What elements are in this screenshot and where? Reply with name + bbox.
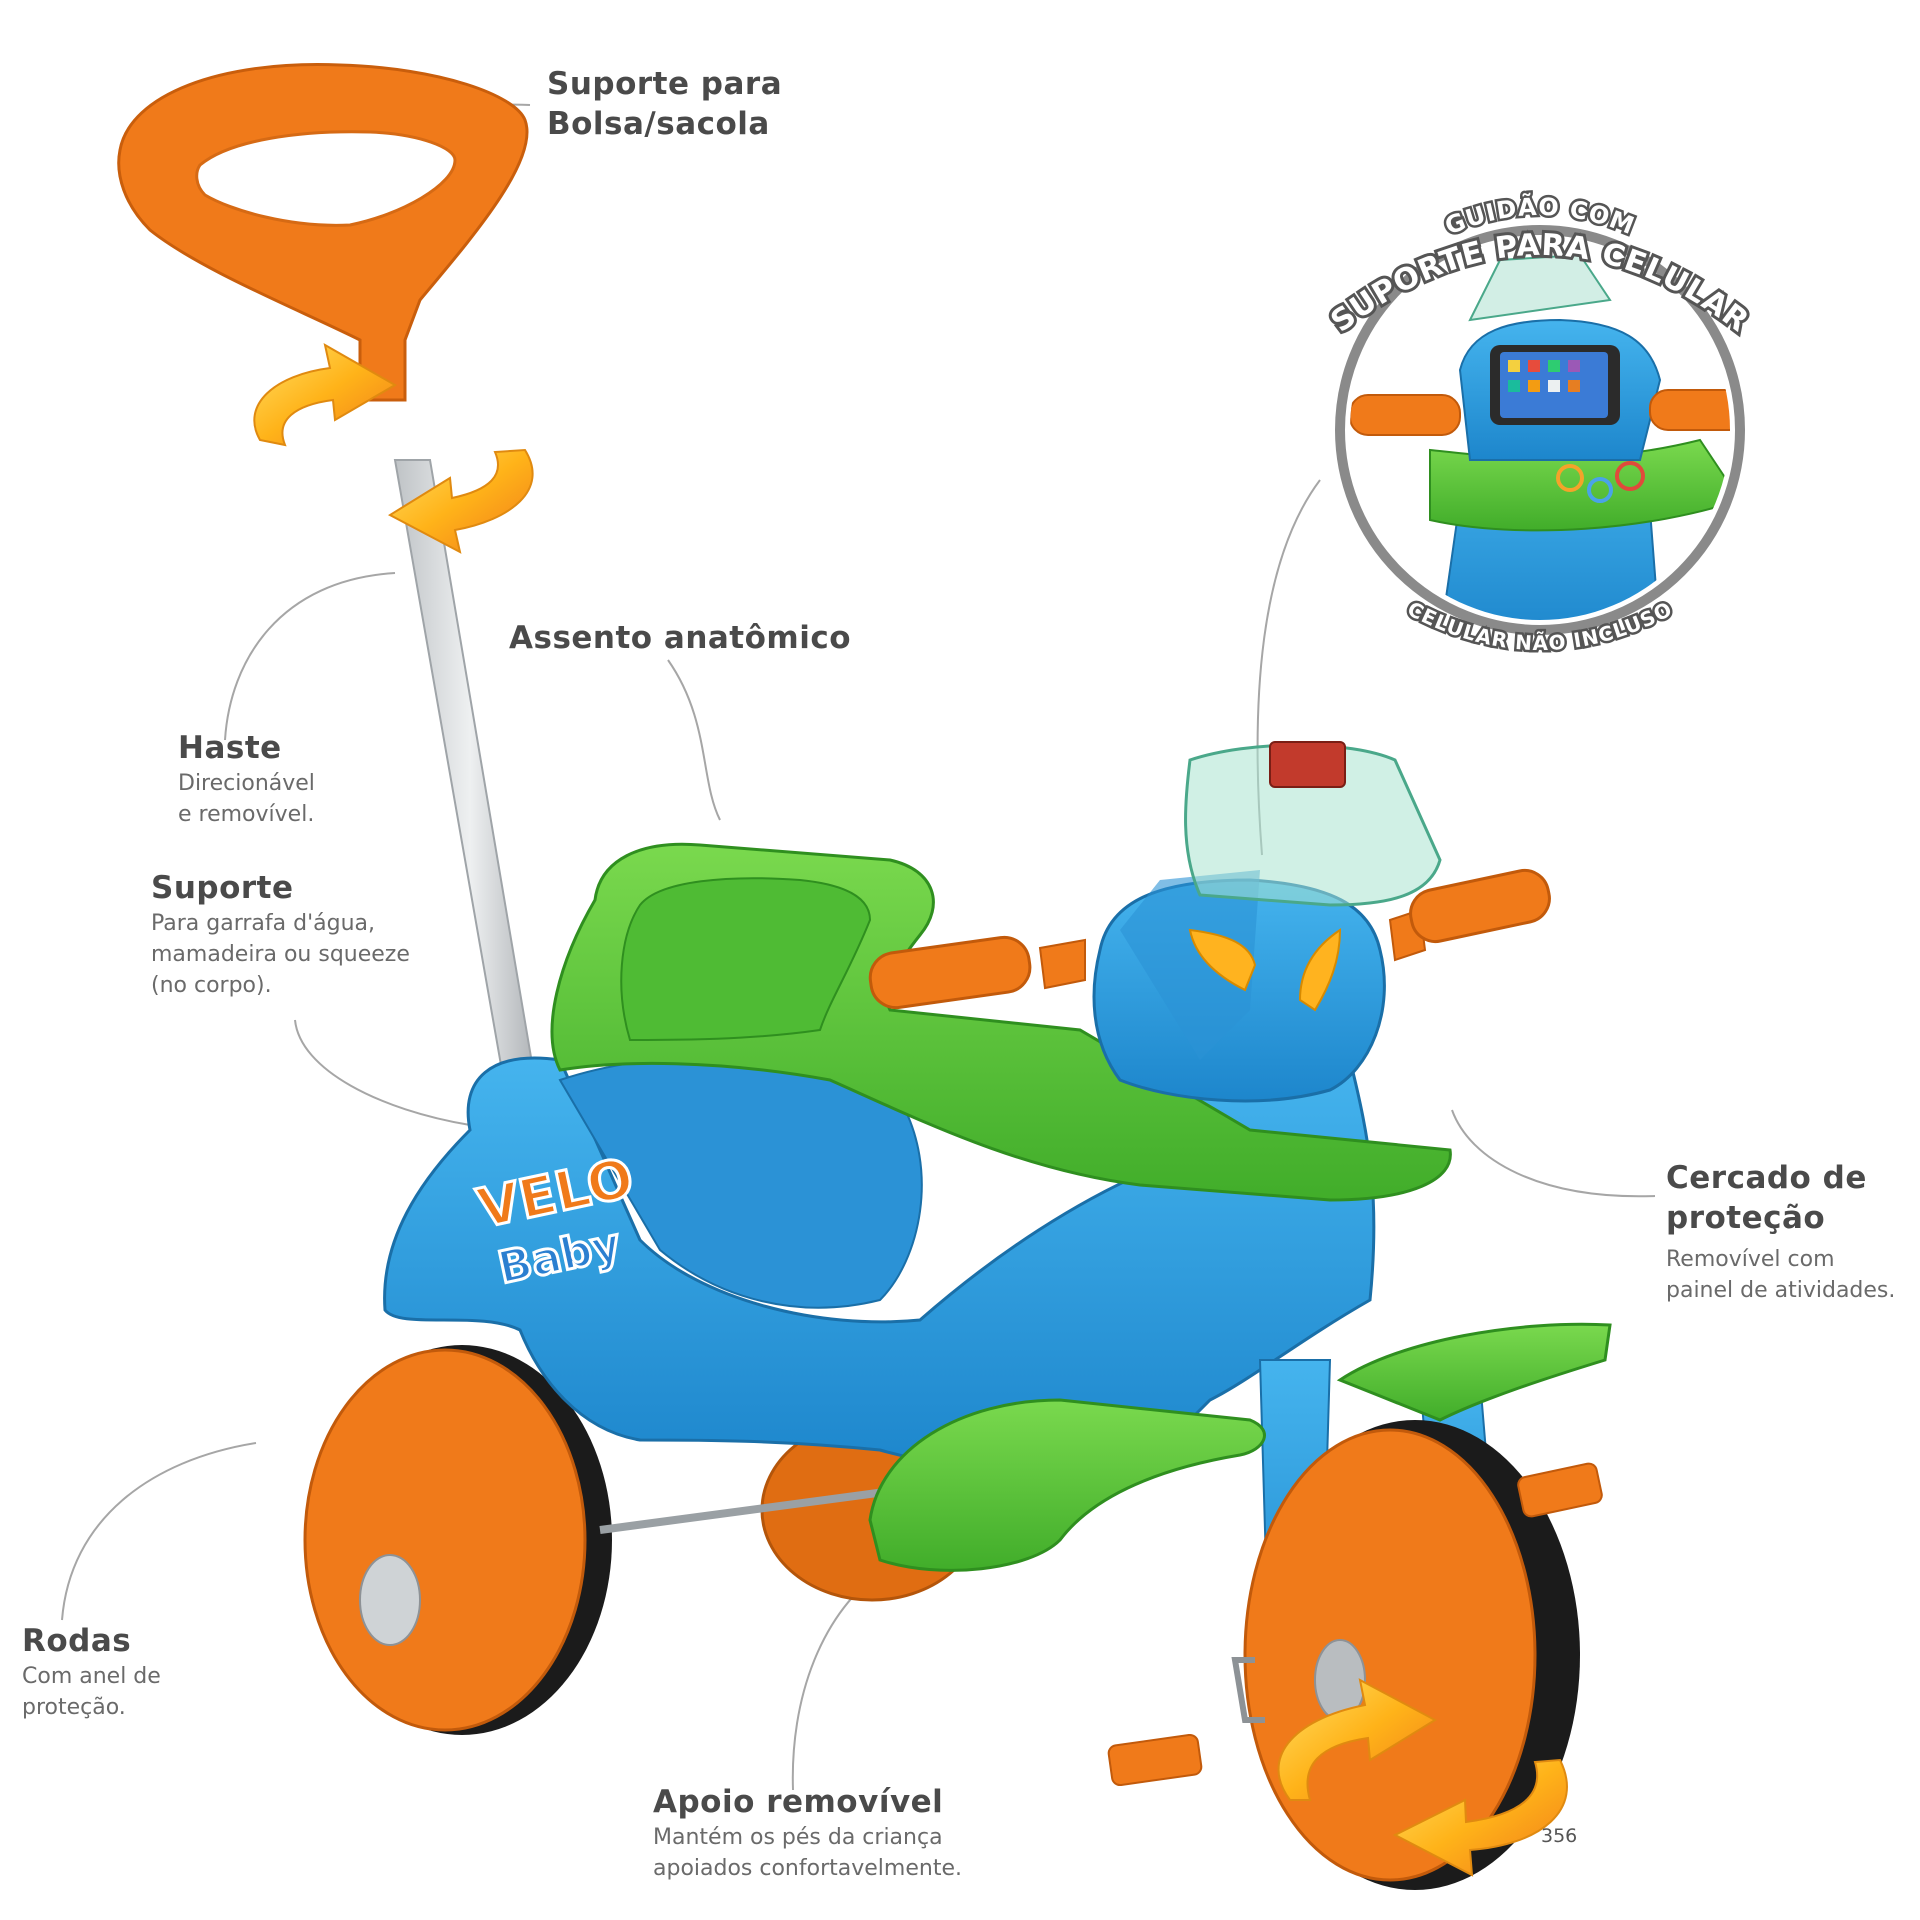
label-handle-desc-2: e removível.	[178, 802, 315, 827]
label-seat-title: Assento anatômico	[509, 620, 852, 656]
page-number: 356	[1541, 1825, 1578, 1847]
label-guard-desc-2: painel de atividades.	[1666, 1278, 1896, 1303]
label-handle: Haste Direcionável e removível.	[178, 728, 315, 830]
rear-left-wheel	[303, 1345, 612, 1735]
label-guard-title-1: Cercado de	[1666, 1160, 1867, 1196]
label-wheels-desc-2: proteção.	[22, 1695, 126, 1720]
rotate-arrows-pole-icon	[253, 343, 534, 554]
label-bottle-holder-desc-2: mamadeira ou squeeze	[151, 942, 410, 967]
footrest[interactable]	[868, 1322, 1612, 1572]
phone-holder	[1184, 741, 1442, 907]
seat	[550, 842, 1452, 1202]
label-footrest-title: Apoio removível	[653, 1784, 944, 1820]
tricycle-body	[383, 1055, 1376, 1473]
push-handle[interactable]	[117, 63, 529, 402]
label-guard-desc-1: Removível com	[1666, 1247, 1835, 1272]
label-wheels: Rodas Com anel de proteção.	[22, 1621, 161, 1723]
label-wheels-desc-1: Com anel de	[22, 1664, 161, 1689]
label-bag-holder-title-2: Bolsa/sacola	[547, 106, 770, 142]
label-bottle-holder: Suporte Para garrafa d'água, mamadeira o…	[151, 868, 410, 1001]
label-handle-title: Haste	[178, 730, 282, 766]
pedals	[1107, 1462, 1603, 1787]
label-handle-desc-1: Direcionável	[178, 771, 315, 796]
label-bottle-holder-desc-1: Para garrafa d'água,	[151, 911, 376, 936]
label-footrest-desc-2: apoiados confortavelmente.	[653, 1856, 962, 1881]
label-bottle-holder-desc-3: (no corpo).	[151, 973, 272, 998]
callout-lines	[61, 103, 1656, 1791]
label-wheels-title: Rodas	[22, 1623, 132, 1659]
label-bag-holder: Suporte para Bolsa/sacola	[547, 64, 782, 144]
label-seat: Assento anatômico	[509, 618, 851, 658]
rear-axle	[599, 1486, 901, 1534]
label-guard: Cercado de proteção Removível com painel…	[1666, 1158, 1895, 1306]
rotate-arrows-wheel-icon	[1277, 1678, 1568, 1877]
label-guard-title-2: proteção	[1666, 1200, 1826, 1236]
label-bag-holder-title-1: Suporte para	[547, 66, 783, 102]
phone-holder-badge: GUIDÃO COM SUPORTE PARA CELULAR CELULAR …	[1322, 189, 1758, 657]
label-bottle-holder-title: Suporte	[151, 870, 294, 906]
handlebar-unit	[868, 868, 1551, 1103]
front-wheel	[1243, 1420, 1580, 1890]
label-footrest: Apoio removível Mantém os pés da criança…	[653, 1782, 962, 1884]
label-footrest-desc-1: Mantém os pés da criança	[653, 1825, 943, 1850]
